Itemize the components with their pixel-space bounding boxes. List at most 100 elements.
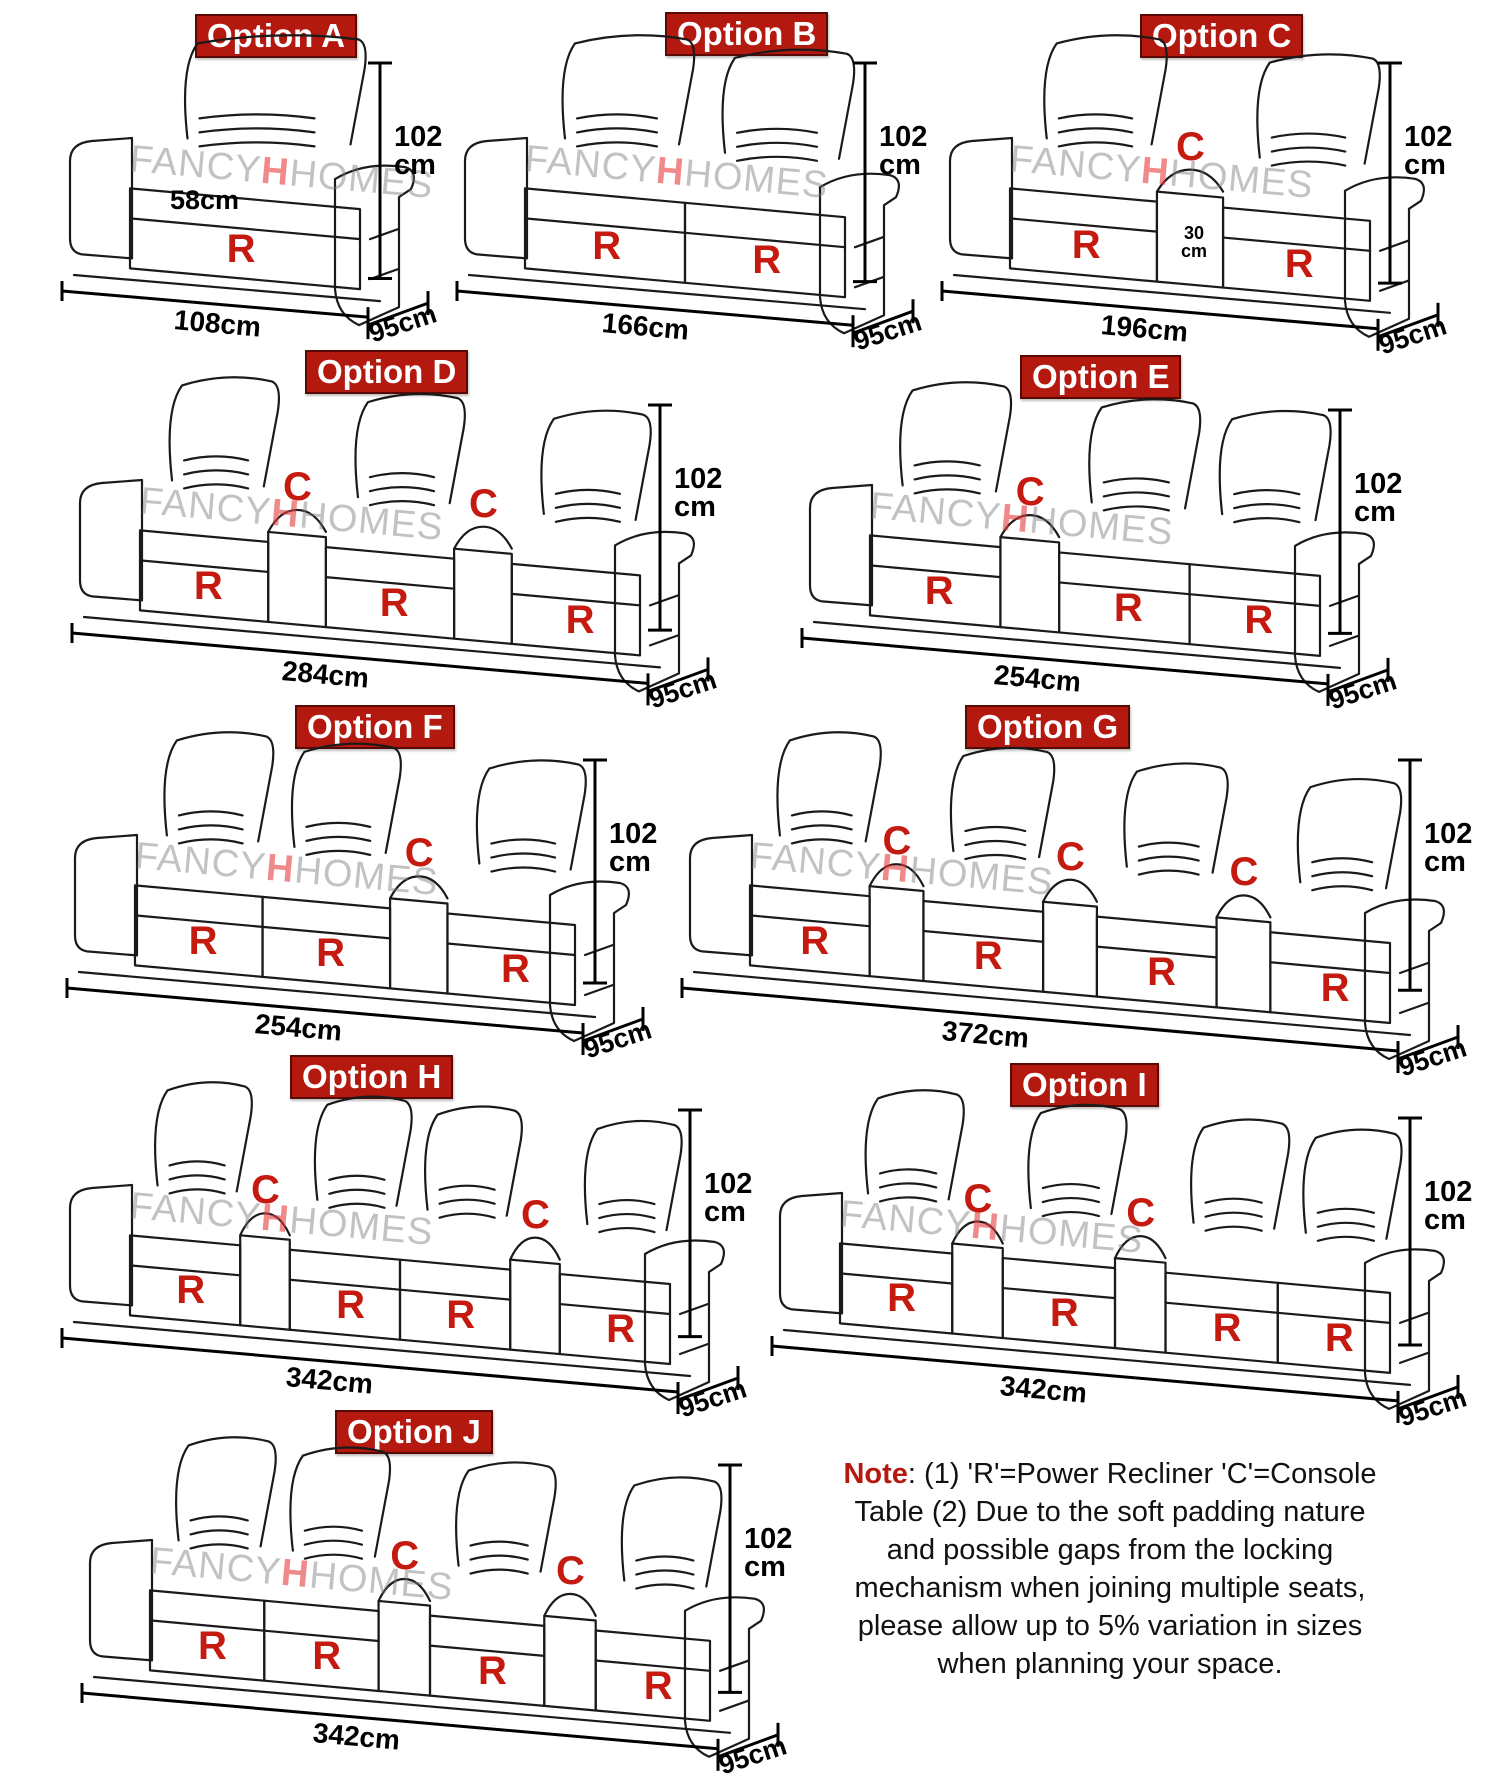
back-ridge: [1057, 141, 1134, 148]
back-ridge: [490, 866, 557, 873]
recliner-label: R: [446, 1292, 476, 1337]
console-top: [388, 875, 449, 900]
seat-cushion-line: [922, 929, 1045, 943]
console-box: [951, 1242, 1004, 1340]
option-badge: Option J: [335, 1410, 493, 1454]
seat-back: [540, 409, 652, 521]
width-dimension: 342cm: [998, 1369, 1088, 1409]
recliner-label: R: [478, 1648, 507, 1693]
width-line: [81, 1691, 719, 1751]
seat-cushion-line: [138, 559, 270, 574]
recliner-label: R: [316, 930, 345, 975]
option-badge: Option H: [290, 1055, 454, 1099]
seat-cushion-line: [446, 942, 577, 957]
recliner-label: R: [565, 597, 595, 642]
back-ridge: [598, 1226, 656, 1234]
dimension-lines: [800, 408, 1390, 706]
back-ridge: [177, 838, 244, 845]
seat-cushion-line: [128, 217, 362, 241]
seat-cushion-line: [523, 217, 687, 234]
depth-line: [1397, 1035, 1459, 1061]
seat-back: [313, 1095, 413, 1207]
console-label: C: [963, 1176, 993, 1221]
sofa-base-line: [467, 273, 867, 311]
depth-line: [1377, 313, 1439, 339]
width-dimension: 342cm: [311, 1717, 402, 1756]
console-label: C: [1126, 1191, 1156, 1236]
seat-cushion-line: [683, 231, 847, 249]
height-value: 102: [744, 1523, 793, 1555]
left-arm: [688, 833, 754, 957]
back-ridge: [303, 1525, 364, 1532]
back-ridge: [1316, 1207, 1376, 1214]
back-ridge: [469, 1568, 529, 1575]
console-top: [1041, 878, 1099, 903]
console-box: [999, 536, 1061, 634]
seat-box: [510, 562, 642, 657]
seat-cushion-line: [398, 1288, 512, 1301]
seat-cushion-line: [838, 1272, 954, 1285]
seat-back: [290, 742, 402, 854]
back-ridge: [168, 1160, 226, 1167]
seat-cushion-line: [748, 914, 871, 928]
seat-back: [776, 731, 882, 843]
back-ridge: [1057, 113, 1134, 120]
seat-back: [583, 1119, 683, 1232]
back-ridge: [554, 516, 622, 523]
sofa-base-line: [72, 1320, 692, 1378]
back-ridge: [1270, 146, 1347, 153]
recliner-label: R: [379, 580, 409, 625]
console-box: [509, 1258, 561, 1356]
left-arm: [73, 833, 139, 957]
back-ridge: [490, 838, 557, 845]
console-box: [267, 530, 327, 629]
console-label: C: [390, 1533, 420, 1578]
recliner-label: R: [606, 1307, 635, 1352]
watermark-logo-mark: H: [1139, 149, 1172, 195]
recliner-label: R: [198, 1623, 227, 1668]
console-box: [1113, 1257, 1167, 1354]
seat-cushion-line: [868, 564, 1002, 579]
back-ridge: [368, 500, 436, 507]
sofa-drawing: [455, 34, 915, 348]
back-ridge: [368, 486, 436, 493]
sofa-base-line: [692, 970, 1412, 1037]
back-ridge: [303, 1553, 364, 1560]
recliner-label: R: [193, 564, 223, 609]
depth-line: [677, 1376, 739, 1402]
back-ridge: [328, 1202, 386, 1209]
back-ridge: [598, 1198, 656, 1206]
recliner-label: R: [1113, 586, 1143, 631]
console-label: C: [1176, 124, 1205, 169]
width-line: [681, 986, 1399, 1053]
right-arm: [1343, 176, 1426, 338]
left-arm: [88, 1538, 154, 1662]
sofa-outline: [808, 381, 1376, 693]
recliner-label: R: [924, 569, 954, 614]
console-width-value: 30: [1183, 222, 1204, 243]
sofa-outline: [88, 1436, 766, 1758]
height-value: 102: [704, 1168, 753, 1200]
seat-box: [594, 1629, 712, 1722]
back-ridge: [878, 1168, 938, 1175]
sofa-outline: [73, 731, 631, 1043]
back-ridge: [328, 1188, 386, 1195]
left-arm: [78, 478, 144, 602]
recliner-label: R: [1324, 1315, 1354, 1360]
back-ridge: [1311, 871, 1374, 878]
back-ridge: [1102, 505, 1171, 512]
right-arm: [548, 880, 631, 1043]
height-value: 102: [1424, 1176, 1473, 1208]
back-ridge: [1057, 127, 1134, 134]
back-ridge: [878, 1182, 938, 1189]
seat-cushion-line: [1008, 217, 1159, 233]
height-value: 102: [674, 463, 723, 495]
console-label: C: [468, 481, 498, 526]
depth-line: [367, 301, 429, 327]
sofa-base-line: [72, 273, 382, 303]
